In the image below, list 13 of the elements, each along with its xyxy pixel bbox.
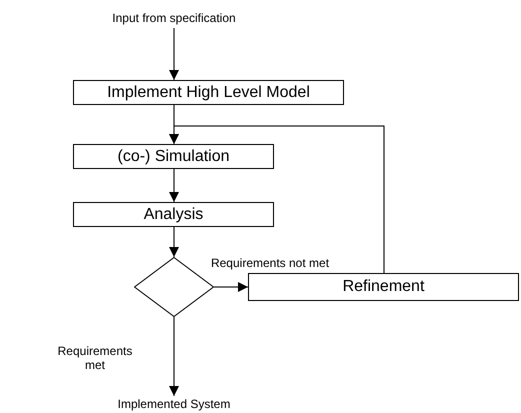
flow-text: Implemented System [95,396,253,412]
flow-text: Input from specification [90,8,258,28]
arrow [169,226,179,258]
arrow [169,168,179,202]
process-box: (co-) Simulation [73,144,274,169]
arrow [169,28,179,80]
process-box: Analysis [73,202,274,227]
process-box: Refinement [248,273,519,301]
arrow [169,126,384,274]
decision-diamond [134,257,214,317]
arrow [214,282,248,292]
process-box: Implement High Level Model [73,80,344,105]
arrow [169,316,179,396]
